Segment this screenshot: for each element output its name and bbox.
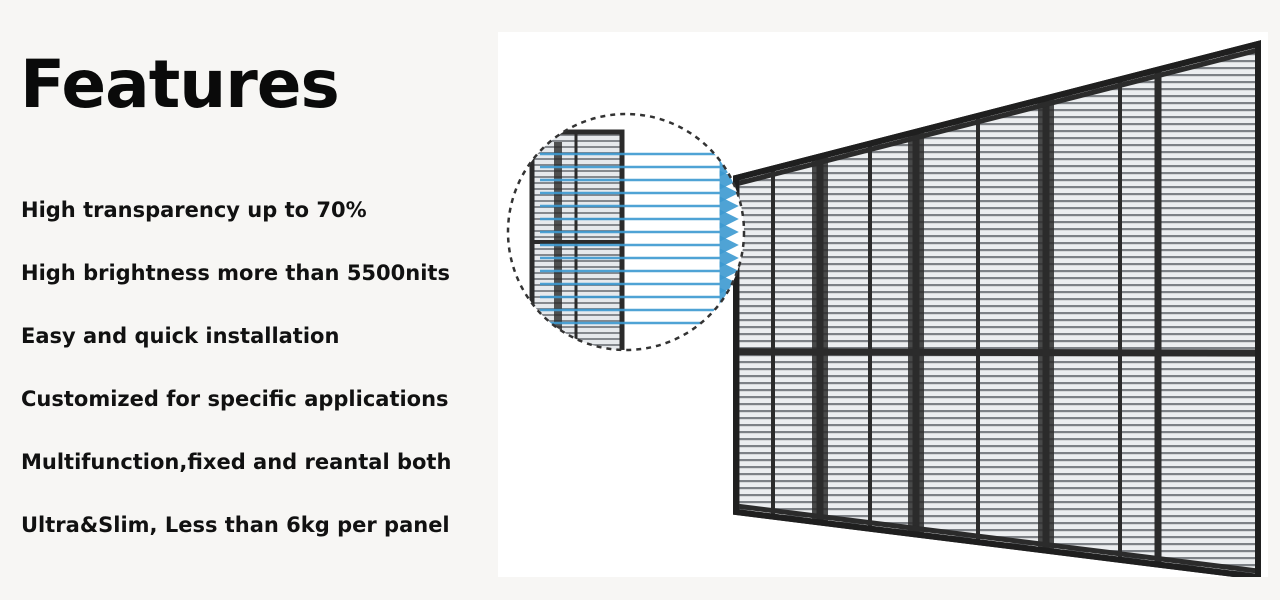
feature-customized: Customized for specific applications <box>21 387 449 411</box>
magnifier-outline <box>506 112 746 352</box>
detail-panel-post <box>554 142 562 342</box>
wall-cabinet-post <box>908 131 924 535</box>
wall-frame-structure <box>736 44 1258 577</box>
feature-installation: Easy and quick installation <box>21 324 340 348</box>
product-image <box>498 32 1268 577</box>
wall-top-rail <box>736 47 1258 187</box>
feature-brightness: High brightness more than 5500nits <box>21 261 450 285</box>
feature-transparency: High transparency up to 70% <box>21 198 367 222</box>
magnified-panel-content <box>529 129 739 350</box>
led-wall <box>733 40 1261 577</box>
feature-multifunction: Multifunction,fixed and reantal both <box>21 450 452 474</box>
wall-horizontal-divider <box>736 348 1258 357</box>
magnified-panel-detail <box>506 112 746 352</box>
wall-bottom-rail <box>736 503 1258 574</box>
wall-cabinet-post <box>1038 98 1054 551</box>
transparent-led-wall-illustration <box>506 40 1261 577</box>
feature-weight: Ultra&Slim, Less than 6kg per panel <box>21 513 450 537</box>
page-title: Features <box>20 46 340 123</box>
wall-cabinet-post <box>812 156 828 523</box>
feature-list: High transparency up to 70% High brightn… <box>21 196 451 574</box>
